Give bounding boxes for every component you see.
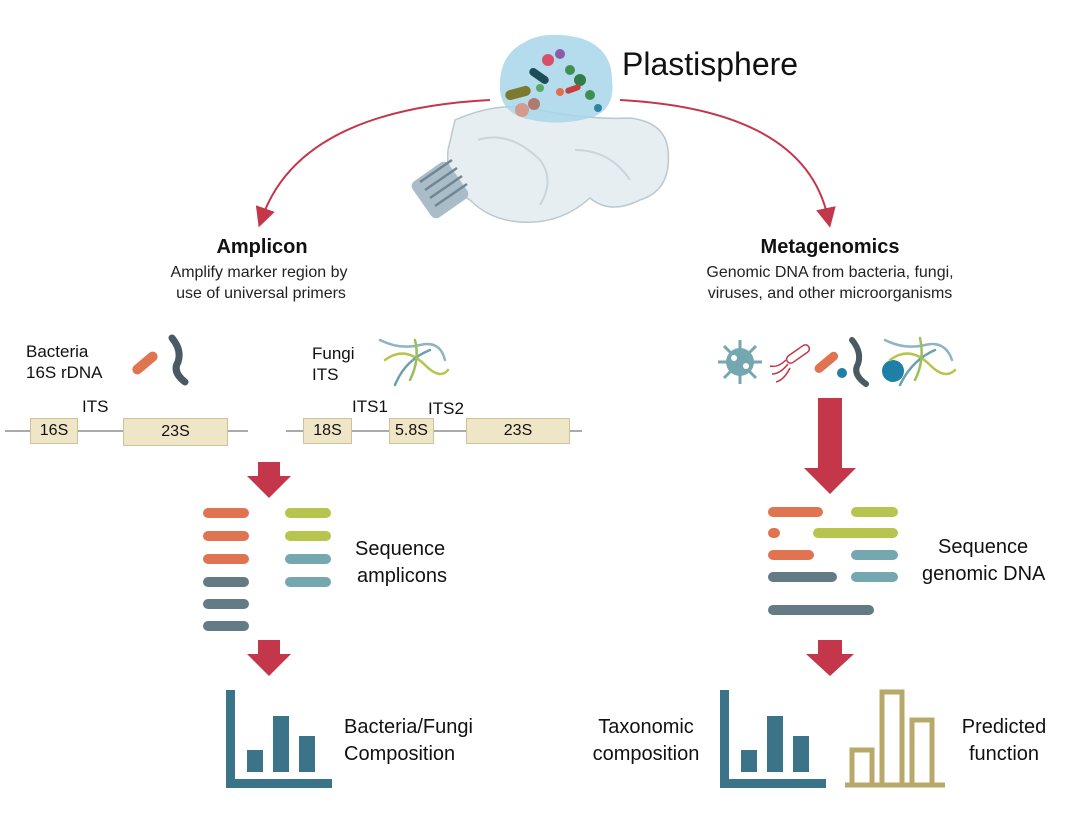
metagenomics-heading: Metagenomics — [760, 236, 900, 258]
down-arrow-amplicon-1 — [247, 462, 291, 498]
taxonomic-chart-icon — [720, 690, 826, 788]
rod-bacterium-icon — [132, 351, 158, 375]
sequence-amplicons-line1: Sequence — [355, 538, 446, 560]
flagellate-microbe-icon — [769, 344, 811, 383]
bacteria-its-label: ITS — [82, 397, 109, 416]
function-chart-icon — [845, 689, 945, 788]
coccus-small-icon — [837, 368, 847, 378]
coccus-large-icon — [882, 360, 904, 382]
predicted-label-line2: function — [968, 743, 1040, 765]
gene-box-23s-bacteria: 23S — [123, 418, 228, 446]
down-arrow-amplicon-2 — [247, 640, 291, 676]
bacteria-label-line2: 16S rDNA — [26, 363, 103, 382]
curved-arrow-left — [255, 99, 491, 228]
composition-chart-icon — [226, 690, 332, 788]
sequence-genomic-line1: Sequence — [938, 536, 1029, 558]
bacteria-label-line1: Bacteria — [26, 342, 89, 361]
fungi-label-line1: Fungi — [312, 344, 355, 363]
amplicon-description-line1: Amplify marker region by — [170, 264, 348, 281]
composition-label-line1: Bacteria/Fungi — [344, 716, 473, 738]
curved-arrow-right — [619, 99, 836, 228]
curved-bacterium-icon-meta — [849, 337, 869, 387]
sequence-amplicons-line2: amplicons — [357, 565, 448, 587]
rod-bacterium-icon-meta — [814, 351, 839, 373]
gene-box-18s: 18S — [303, 418, 352, 444]
gene-box-16s: 16S — [30, 418, 78, 444]
fungi-its1-label: ITS1 — [352, 397, 388, 416]
plastic-bottle-icon — [411, 105, 670, 224]
amplicon-heading: Amplicon — [216, 236, 308, 258]
amplicon-description-line2: use of universal primers — [176, 285, 346, 302]
genomic-reads — [768, 507, 898, 615]
gene-box-5-8s: 5.8S — [389, 418, 434, 444]
fungi-hyphae-icon-meta — [883, 336, 957, 387]
virus-icon — [718, 340, 762, 384]
sequence-genomic-line2: genomic DNA — [922, 563, 1046, 585]
predicted-label-line1: Predicted — [961, 716, 1047, 738]
fungi-its2-label: ITS2 — [428, 399, 464, 418]
taxonomic-label-line1: Taxonomic — [598, 716, 694, 738]
down-arrow-meta-1 — [804, 398, 856, 494]
gene-box-23s-fungi: 23S — [466, 418, 570, 444]
composition-label-line2: Composition — [344, 743, 456, 765]
amplicon-reads — [203, 508, 331, 631]
plastisphere-title: Plastisphere — [622, 46, 799, 82]
metagenomics-description-line2: viruses, and other microorganisms — [707, 285, 953, 302]
biofilm-microbes-icon — [499, 34, 613, 123]
taxonomic-label-line2: composition — [592, 743, 700, 765]
curved-bacterium-icon — [168, 334, 189, 386]
metagenomics-description-line1: Genomic DNA from bacteria, fungi, — [706, 264, 954, 281]
fungi-label-line2: ITS — [312, 365, 339, 384]
down-arrow-meta-2 — [806, 640, 854, 676]
fungi-hyphae-icon — [378, 338, 450, 387]
